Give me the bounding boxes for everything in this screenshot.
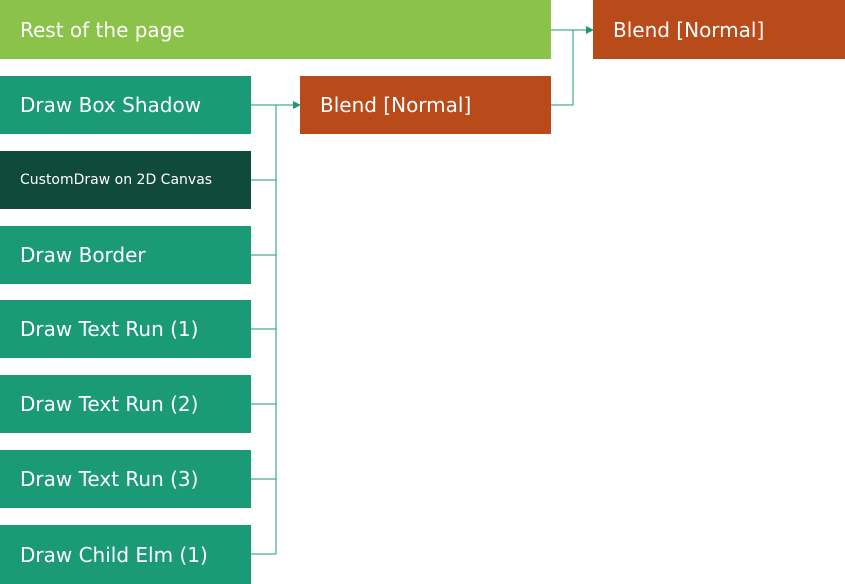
- node-label: Rest of the page: [20, 17, 185, 42]
- node-label: Draw Text Run (2): [20, 392, 199, 416]
- node-label: Draw Box Shadow: [20, 93, 202, 117]
- node-label: Draw Text Run (3): [20, 467, 199, 491]
- node-draw-text-run-3: Draw Text Run (3): [0, 450, 251, 508]
- node-rest-of-page: Rest of the page: [0, 0, 551, 59]
- connector-blend-mid: [551, 30, 574, 106]
- node-label: Blend [Normal]: [613, 17, 765, 42]
- node-label: Draw Border: [20, 243, 146, 267]
- node-label: CustomDraw on 2D Canvas: [20, 172, 213, 188]
- node-draw-child-elm: Draw Child Elm (1): [0, 525, 251, 584]
- node-label: Draw Child Elm (1): [20, 542, 208, 567]
- node-draw-text-run-1: Draw Text Run (1): [0, 300, 251, 358]
- node-draw-box-shadow: Draw Box Shadow: [0, 76, 251, 134]
- node-blend-mid: Blend [Normal]: [300, 76, 551, 134]
- node-draw-border: Draw Border: [0, 226, 251, 284]
- node-label: Draw Text Run (1): [20, 317, 199, 341]
- node-custom-draw: CustomDraw on 2D Canvas: [0, 151, 251, 209]
- node-label: Blend [Normal]: [320, 93, 472, 117]
- node-blend-top: Blend [Normal]: [593, 0, 845, 59]
- node-draw-text-run-2: Draw Text Run (2): [0, 375, 251, 433]
